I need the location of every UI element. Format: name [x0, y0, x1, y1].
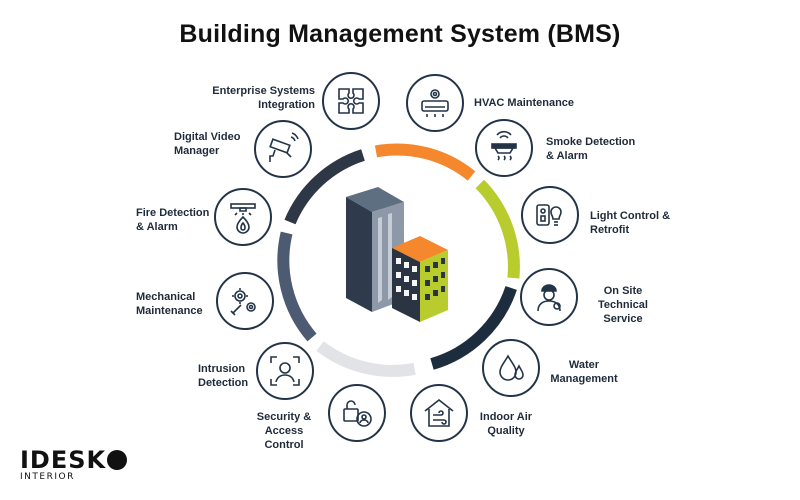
- fire-detection-label: Fire Detection & Alarm: [136, 207, 210, 233]
- smoke-detection-label: Smoke Detection & Alarm: [546, 136, 636, 162]
- indoor-air-quality-node: [410, 384, 468, 442]
- ring-arc-slate: [277, 231, 317, 342]
- hvac-maintenance-node: [406, 74, 464, 132]
- digital-video-manager-node: [254, 120, 312, 178]
- mechanical-maintenance-node: [216, 272, 274, 330]
- gears-wrench-icon: [230, 288, 256, 316]
- security-access-control-node: [328, 384, 386, 442]
- company-logo: IDESK INTERIOR: [20, 446, 128, 482]
- hvac-maintenance-label: HVAC Maintenance: [474, 97, 575, 109]
- enterprise-systems-integration-label: Enterprise Systems Integration: [212, 85, 315, 111]
- smoke-detector-icon: [491, 130, 517, 161]
- intrusion-detection-label: Intrusion Detection: [198, 363, 249, 389]
- building-illustration: [346, 187, 448, 322]
- light-switch-bulb-icon: [536, 204, 562, 226]
- ring-arc-lightgray: [316, 341, 416, 377]
- digital-video-manager-label: Digital Video Manager: [174, 131, 241, 157]
- intrusion-detection-node: [256, 342, 314, 400]
- ring-arc-lime: [475, 179, 520, 279]
- water-management-node: [482, 339, 540, 397]
- logo-main-text: IDESK: [20, 446, 107, 474]
- technician-icon: [537, 284, 561, 312]
- padlock-user-icon: [343, 400, 372, 427]
- indoor-air-quality-label: Indoor Air Quality: [479, 411, 533, 437]
- fire-detection-node: [214, 188, 272, 246]
- logo-circle-mark: [107, 450, 128, 470]
- sprinkler-flame-icon: [230, 203, 256, 234]
- light-control-node: [521, 186, 579, 244]
- center-ring: [277, 143, 520, 377]
- smoke-detection-node: [475, 119, 533, 177]
- water-drops-icon: [499, 354, 524, 381]
- ring-arc-navy: [430, 285, 517, 370]
- mechanical-maintenance-label: Mechanical Maintenance: [136, 291, 203, 317]
- face-scan-icon: [270, 356, 300, 386]
- puzzle-icon: [338, 88, 364, 114]
- ring-arc-dark: [284, 149, 365, 225]
- on-site-technical-service-label: On Site Technical Service: [598, 285, 648, 325]
- on-site-technical-service-node: [520, 268, 578, 326]
- logo-sub-text: INTERIOR: [20, 472, 75, 482]
- page-title: Building Management System (BMS): [179, 20, 621, 48]
- house-air-icon: [424, 398, 454, 427]
- ring-arc-orange: [374, 143, 476, 181]
- cctv-camera-icon: [269, 132, 299, 162]
- hvac-unit-icon: [421, 89, 449, 117]
- light-control-label: Light Control & Retrofit: [590, 210, 671, 236]
- enterprise-systems-integration-node: [322, 72, 380, 130]
- security-access-control-label: Security & Access Control: [256, 411, 312, 451]
- water-management-label: Water Management: [550, 359, 618, 385]
